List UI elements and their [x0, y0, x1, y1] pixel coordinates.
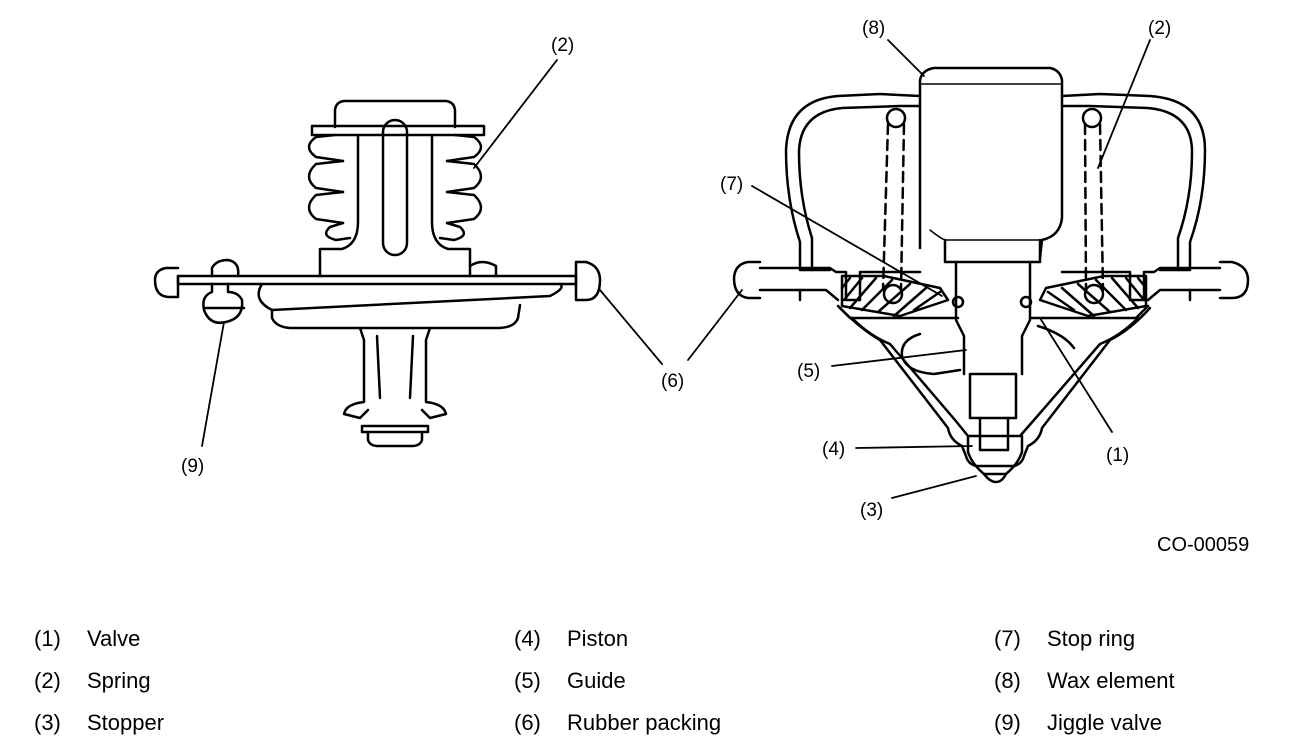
callout-right-guide: (5) [797, 361, 820, 382]
legend-number: (8) [994, 668, 1021, 693]
jiggle-valve-shape [202, 258, 246, 324]
callout-left-jiggle: (9) [181, 456, 204, 477]
legend-label: Jiggle valve [1047, 710, 1162, 735]
thermostat-diagram: (2) (6) (9) (8) (2) (7) (5) (4) (3) (1) [153, 18, 1250, 521]
spring-right-coils [438, 133, 483, 242]
legend-number: (5) [514, 668, 541, 693]
legend-label: Spring [87, 668, 151, 693]
callout-left-spring: (2) [551, 35, 574, 56]
legend-number: (4) [514, 626, 541, 651]
callout-right-spring: (2) [1148, 18, 1171, 39]
legend-label: Stop ring [1047, 626, 1136, 651]
callout-labels: (2) (6) (9) (8) (2) (7) (5) (4) (3) (1) [181, 18, 1171, 521]
callout-right-piston: (4) [822, 439, 845, 460]
legend-number: (2) [34, 668, 61, 693]
legend-number: (6) [514, 710, 541, 735]
legend-label: Guide [567, 668, 626, 693]
legend-number: (7) [994, 626, 1021, 651]
callout-right-stop-ring: (7) [720, 174, 743, 195]
legend-number: (9) [994, 710, 1021, 735]
callout-right-valve: (1) [1106, 445, 1129, 466]
callout-right-wax: (8) [862, 18, 885, 39]
thermostat-cross-section [732, 66, 1250, 484]
callout-left-packing: (6) [661, 371, 684, 392]
legend-label: Valve [87, 626, 141, 651]
legend-label: Piston [567, 626, 629, 651]
legend: (1) Valve (2) Spring (3) Stopper (4) Pis… [0, 620, 1312, 750]
figure-code: CO-00059 [1157, 534, 1250, 556]
callout-right-stopper: (3) [860, 500, 883, 521]
legend-label: Stopper [87, 710, 165, 735]
legend-label: Wax element [1047, 668, 1175, 693]
thermostat-side-view [153, 99, 602, 448]
legend-number: (1) [34, 626, 61, 651]
legend-label: Rubber packing [567, 710, 722, 735]
legend-number: (3) [34, 710, 61, 735]
spring-left-coils [307, 133, 352, 242]
